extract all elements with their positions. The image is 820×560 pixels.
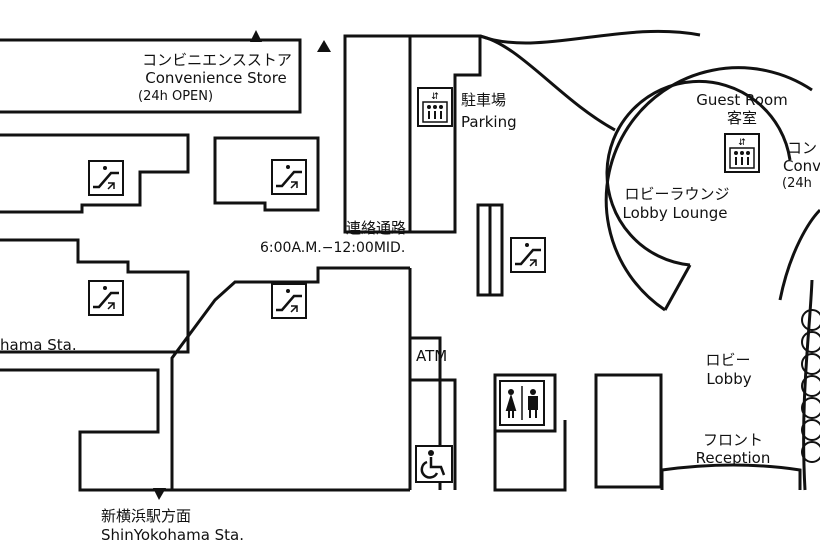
convenience-store-jp-label: コンビニエンスストア — [142, 51, 292, 69]
escalator-up-icon — [88, 280, 124, 316]
parking-block — [410, 34, 482, 234]
convenience-store-en-label: Convenience Store — [145, 69, 287, 87]
front-jp-label: フロント — [702, 431, 764, 449]
arrow-down-icon — [153, 488, 166, 500]
parking-en-label: Parking — [461, 113, 517, 131]
center-block — [213, 136, 320, 212]
left-block-1 — [0, 133, 190, 214]
arrow-up-icon — [317, 40, 331, 52]
passage-wall-left — [170, 266, 410, 490]
escalator-down-icon — [271, 283, 307, 319]
left-block-3 — [0, 368, 410, 492]
passage-hours-label: 6:00A.M.−12:00MID. — [260, 240, 406, 256]
front-en-label: Reception — [695, 449, 771, 467]
arrow-up-icon — [250, 30, 262, 42]
lobby-jp-label: ロビー — [705, 351, 751, 369]
station-direction-jp-label: 新横浜駅方面 — [101, 507, 192, 525]
elevator-icon: ⇵ — [417, 87, 453, 127]
shinyokohama-station-label: hama Sta. — [0, 336, 77, 354]
parking-jp-label: 駐車場 — [461, 91, 507, 109]
convenience-store-2-en-label: Conv — [783, 157, 820, 175]
wheelchair-icon — [415, 445, 453, 483]
svg-text:⇵: ⇵ — [738, 138, 746, 148]
atm-label: ATM — [416, 347, 448, 365]
station-direction-en-label: ShinYokohama Sta. — [101, 526, 245, 544]
lobby-lounge-arc — [605, 80, 792, 267]
escalator-up-icon — [510, 237, 546, 273]
convenience-store-2-jp-label: コン — [787, 139, 818, 157]
passage-jp-label: 連絡通路 — [345, 219, 407, 237]
svg-text:⇵: ⇵ — [431, 92, 439, 102]
convenience-store-outline — [0, 38, 302, 114]
guest-room-en-label: Guest Room — [696, 91, 788, 109]
convenience-store-hours-label: (24h OPEN) — [138, 89, 214, 104]
lobby-lounge-en-label: Lobby Lounge — [622, 204, 728, 222]
convenience-store-2-hours-label: (24h — [782, 176, 812, 191]
roof-outer — [479, 29, 701, 45]
elevator-icon: ⇵ — [724, 133, 760, 173]
lobby-en-label: Lobby — [706, 370, 752, 388]
tall-column — [343, 34, 412, 234]
escalator-up-icon — [271, 159, 307, 195]
escalator-down-icon — [88, 160, 124, 196]
guest-room-jp-label: 客室 — [726, 109, 758, 127]
planters — [801, 309, 820, 463]
lobby-lounge-jp-label: ロビーラウンジ — [624, 185, 730, 203]
atm-column — [410, 336, 442, 490]
restroom-icon — [499, 380, 545, 426]
reception-desk — [660, 463, 802, 490]
